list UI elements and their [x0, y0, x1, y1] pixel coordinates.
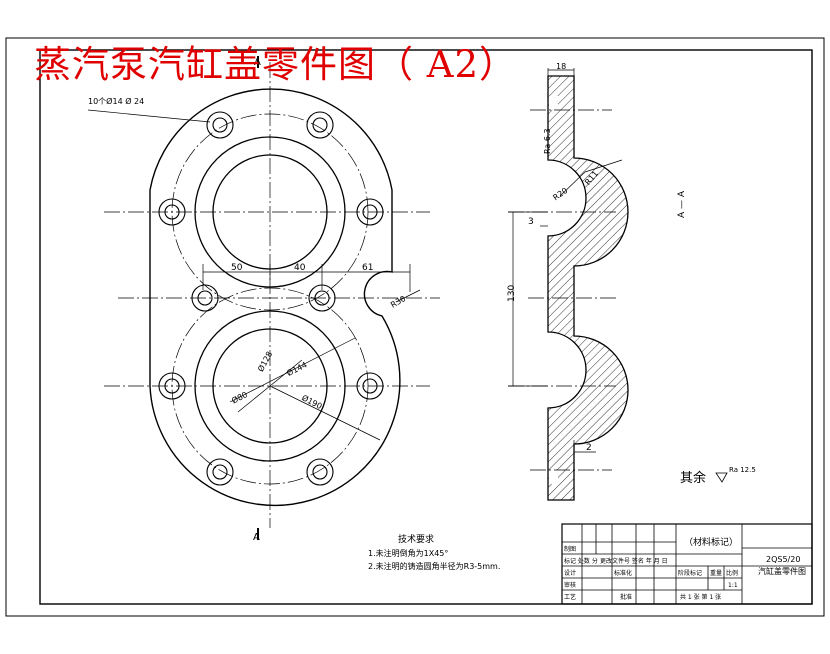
hole-note: 10个Ø14 Ø 24: [88, 96, 144, 106]
outer-frame: [5, 37, 825, 617]
tb-row-mark2: 更改文件号 签名 年 月 日: [600, 557, 668, 565]
dim-18: 18: [556, 62, 566, 71]
tb-material: （材料标记）: [684, 536, 738, 548]
part-outline: [149, 88, 401, 507]
tb-scale-val: 1:1: [728, 582, 738, 589]
tb-check: 审核: [564, 581, 576, 589]
roughness-note-label: 其余: [680, 470, 706, 486]
tb-scale: 比例: [726, 569, 738, 577]
front-view: [87, 56, 440, 540]
section-mark-top: A: [254, 57, 261, 68]
inner-frame: [39, 49, 813, 605]
tb-design: 设计: [564, 569, 576, 577]
section-mark-bottom: A: [253, 532, 260, 543]
tb-part-code: 2QS5/20: [766, 555, 800, 564]
dim-130: 130: [507, 285, 517, 302]
dim-phi144: Ø144: [285, 359, 309, 378]
dim-phi80: Ø80: [230, 389, 249, 405]
roughness-top: Ra 6.3: [543, 128, 552, 154]
notes-heading: 技术要求: [398, 533, 434, 545]
dim-2: 2: [586, 443, 592, 453]
tb-part-name: 汽缸盖零件图: [758, 566, 806, 576]
section-body: [547, 75, 629, 501]
tb-stage: 阶段标记: [678, 569, 702, 577]
dim-phi190: Ø190: [300, 392, 324, 411]
tb-draw: 制图: [564, 545, 576, 553]
notes-line1: 1.未注明倒角为1X45°: [368, 548, 448, 558]
bore-lower-inner: [212, 328, 328, 444]
roughness-symbol-icon: [715, 472, 728, 483]
notes-line2: 2.未注明的铸造圆角半径为R3-5mm.: [368, 561, 500, 571]
tb-approve: 批准: [620, 593, 632, 601]
dim-50: 50: [231, 263, 243, 273]
tb-std: 标准化: [614, 569, 632, 577]
section-label: A — A: [677, 190, 687, 218]
dim-r20: R20: [551, 186, 569, 202]
dim-40: 40: [294, 263, 306, 273]
page-title: 蒸汽泵汽缸盖零件图（ A2）: [34, 43, 518, 86]
dim-phi128: Ø128: [255, 350, 274, 374]
section-view: [508, 68, 629, 501]
tb-row-mark: 标记 处数 分: [564, 557, 598, 565]
title-block: [561, 523, 813, 605]
bore-upper-outer: [194, 136, 346, 288]
dim-r30: R30: [389, 294, 407, 310]
tb-weight: 重量: [710, 569, 722, 577]
bore-lower-outer: [194, 310, 346, 462]
dim-61: 61: [362, 263, 373, 273]
tb-process: 工艺: [564, 593, 576, 601]
dim-3: 3: [528, 217, 534, 227]
bolt-holes: [158, 111, 384, 486]
tb-sheet-info: 共 1 张 第 1 张: [680, 593, 721, 601]
roughness-note-value: Ra 12.5: [729, 466, 756, 474]
